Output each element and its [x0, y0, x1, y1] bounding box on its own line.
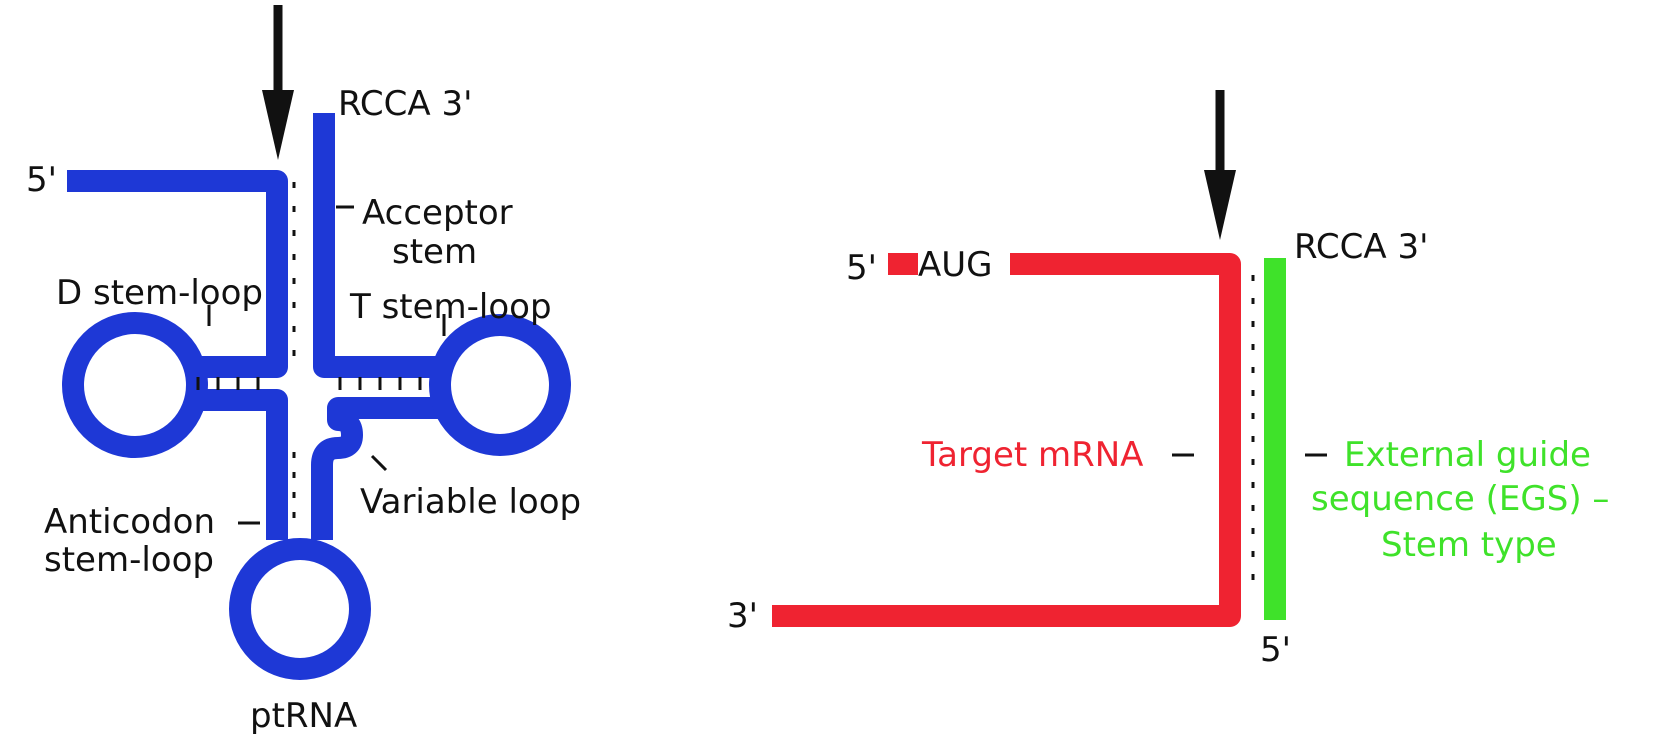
rcca-label-left: RCCA 3' [338, 84, 472, 124]
egs-diagram: 5' AUG RCCA 3' Target mRNA External guid… [727, 90, 1609, 670]
anticodon-stem-loop-label-2: stem-loop [44, 540, 214, 580]
egs-label-3: Stem type [1381, 525, 1557, 565]
target-mrna-label: Target mRNA [921, 435, 1143, 475]
ptrna-title: ptRNA [250, 696, 357, 736]
anticodon-stem-loop-label: Anticodon [44, 502, 215, 542]
aug-label: AUG [918, 245, 993, 285]
acceptor-stem-label-2: stem [392, 232, 477, 272]
five-prime-label-bottom-right: 5' [1260, 630, 1291, 670]
three-prime-label-right: 3' [727, 596, 758, 636]
variable-loop-label: Variable loop [360, 482, 581, 522]
acceptor-stem-label: Acceptor [362, 193, 513, 233]
five-prime-label-top-right: 5' [846, 248, 877, 288]
trna-leader-lines [207, 205, 446, 525]
target-mrna-strand [772, 253, 1241, 627]
trna-backbone [62, 113, 571, 680]
ptrna-diagram: 5' RCCA 3' Acceptor stem D stem-loop T s… [26, 5, 581, 736]
cleavage-arrow-right [1204, 90, 1236, 240]
five-prime-label-left: 5' [26, 160, 57, 200]
trna-base-pairs [196, 182, 422, 518]
t-stem-loop-label: T stem-loop [349, 287, 552, 327]
rcca-label-right: RCCA 3' [1294, 227, 1428, 267]
egs-label: External guide [1344, 435, 1591, 475]
cleavage-arrow-left [262, 5, 294, 160]
egs-label-2: sequence (EGS) – [1311, 479, 1609, 519]
d-stem-loop-label: D stem-loop [56, 273, 263, 313]
